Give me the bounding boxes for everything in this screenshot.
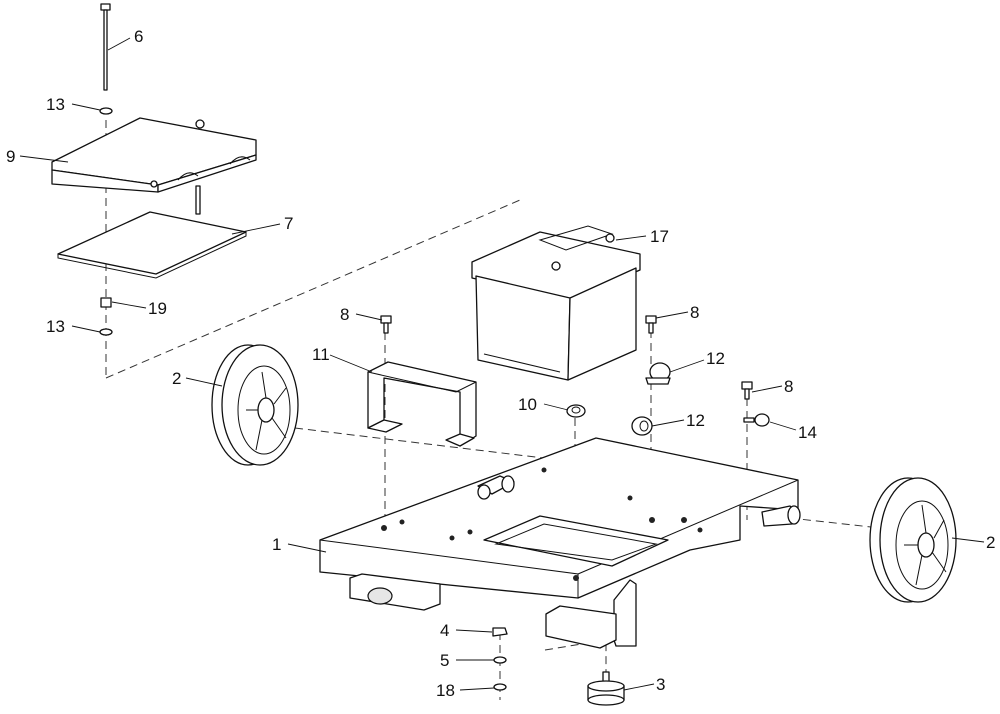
callout-5: 5	[440, 651, 449, 670]
callout-8: 8	[690, 303, 699, 322]
callout-11: 11	[312, 345, 330, 364]
part-12-clamp-bottom	[631, 416, 653, 436]
part-8-bolt-middle	[645, 315, 657, 334]
callout-12: 12	[686, 411, 705, 430]
part-13-washer-top	[99, 107, 113, 115]
part-2-wheel-right	[869, 477, 957, 603]
part-6-bolt	[100, 3, 111, 91]
part-10-bushing	[566, 404, 586, 418]
callout-1: 1	[272, 535, 281, 554]
callout-17: 17	[650, 227, 669, 246]
callout-7: 7	[284, 214, 293, 233]
part-9-cover	[51, 117, 257, 215]
part-19-nut	[100, 297, 112, 308]
part-1-base-frame	[319, 437, 801, 649]
callout-10: 10	[518, 395, 537, 414]
callout-13: 13	[46, 95, 65, 114]
part-2-wheel-left	[211, 344, 299, 466]
part-11-bracket	[367, 361, 477, 447]
part-17-battery	[471, 225, 641, 381]
part-13-washer-bottom	[99, 328, 113, 336]
part-8-bolt-left	[380, 315, 392, 334]
callout-6: 6	[134, 27, 143, 46]
callout-labels: 6 13 9 7 19 13 2 11 8 8 17 12 12 10 8 14…	[6, 27, 995, 700]
part-18-washer	[493, 683, 507, 691]
callout-13: 13	[46, 317, 65, 336]
part-14-grommet	[743, 413, 770, 427]
callout-2: 2	[986, 533, 995, 552]
callout-18: 18	[436, 681, 455, 700]
part-4-nut	[492, 627, 508, 637]
callout-4: 4	[440, 621, 449, 640]
callout-8: 8	[784, 377, 793, 396]
callout-9: 9	[6, 147, 15, 166]
leader-lines	[19, 37, 985, 691]
part-5-washer	[493, 656, 507, 664]
part-3-foot	[587, 671, 625, 706]
part-8-bolt-right	[741, 381, 753, 400]
callout-19: 19	[148, 299, 167, 318]
part-12-clamp-top	[645, 362, 671, 385]
callout-12: 12	[706, 349, 725, 368]
callout-8: 8	[340, 305, 349, 324]
callout-14: 14	[798, 423, 817, 442]
callout-2: 2	[172, 369, 181, 388]
callout-3: 3	[656, 675, 665, 694]
part-7-plate	[57, 211, 247, 279]
